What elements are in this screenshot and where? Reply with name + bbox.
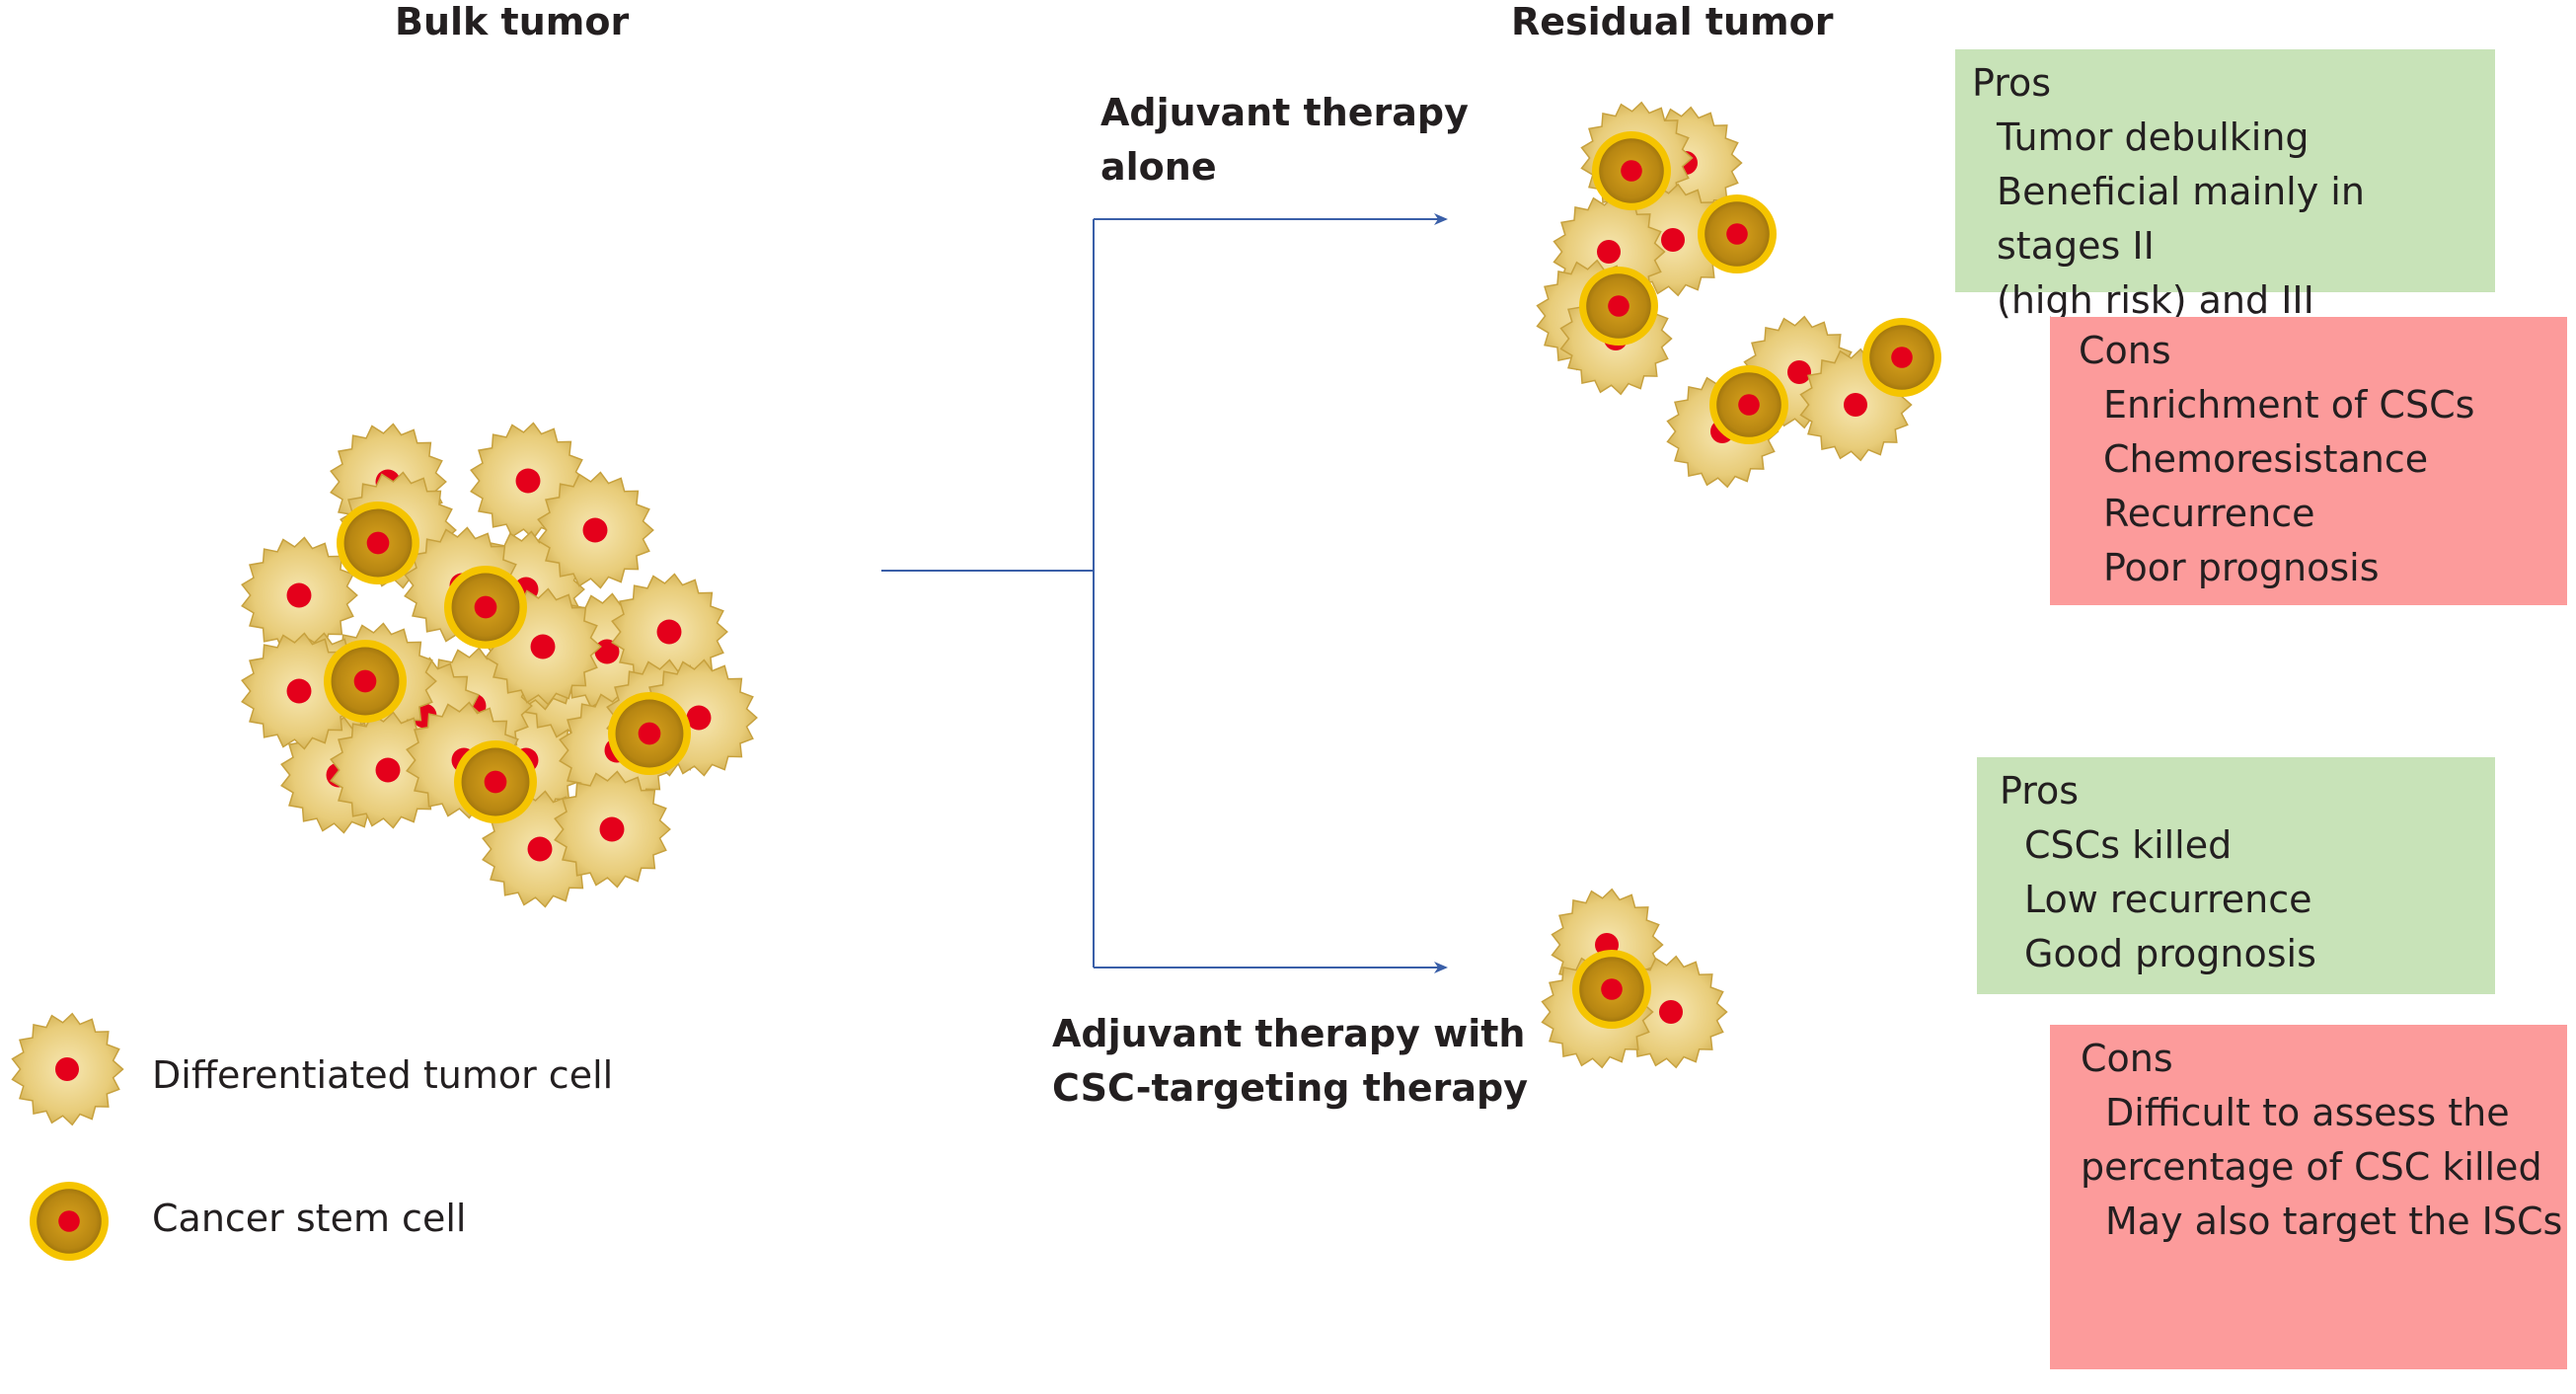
stem-cell-icon xyxy=(608,692,691,775)
nucleus xyxy=(1787,360,1811,384)
nucleus xyxy=(1661,228,1685,252)
bottom-pros-box: Pros CSCs killed Low recurrence Good pro… xyxy=(1977,757,2495,994)
nucleus xyxy=(1891,347,1913,368)
nucleus xyxy=(1844,393,1867,417)
bottom-cons-box: Cons Difficult to assess the percentage … xyxy=(2050,1025,2567,1369)
nucleus xyxy=(58,1210,80,1232)
top-cons-box: Cons Enrichment of CSCs Chemoresistance … xyxy=(2050,317,2567,605)
stem-cell-icon xyxy=(1572,950,1651,1029)
stem-cell-icon xyxy=(1698,194,1777,273)
legend-icons xyxy=(11,1012,124,1261)
nucleus xyxy=(484,770,507,794)
box-item: Good prognosis xyxy=(2024,932,2316,975)
box-item: Difficult to assess the xyxy=(2105,1091,2510,1134)
differentiated-cell-icon xyxy=(554,770,671,889)
nucleus xyxy=(366,531,390,555)
bulk-tumor-cluster xyxy=(241,422,758,908)
box-item: Poor prognosis xyxy=(2103,546,2380,589)
box-item: CSCs killed xyxy=(2024,823,2233,867)
stem-cell-icon xyxy=(30,1182,109,1261)
stem-cell-icon xyxy=(1579,267,1658,346)
box-item: Enrichment of CSCs xyxy=(2103,383,2475,426)
branch-label-top-line-2: alone xyxy=(1100,145,1217,189)
branch-label-bottom: Adjuvant therapy with CSC-targeting ther… xyxy=(1052,1007,1528,1116)
stem-cell-icon xyxy=(1592,131,1671,210)
differentiated-cell-icon xyxy=(11,1012,124,1126)
nucleus xyxy=(286,582,312,608)
box-item: Chemoresistance xyxy=(2103,437,2429,481)
top-pros-box: Pros Tumor debulking Beneficial mainly i… xyxy=(1955,49,2495,322)
box-item: Recurrence xyxy=(2103,492,2315,535)
nucleus xyxy=(1601,978,1623,1000)
differentiated-cell-icon xyxy=(330,711,447,829)
nucleus xyxy=(474,595,497,619)
heading-bulk-tumor: Bulk tumor xyxy=(395,0,630,43)
nucleus xyxy=(1608,295,1629,317)
differentiated-cell-icon xyxy=(537,471,654,589)
box-item: Beneficial mainly in stages II xyxy=(1997,170,2365,268)
branch-connector xyxy=(881,213,1448,973)
nucleus xyxy=(1738,394,1760,416)
legend-label-stem: Cancer stem cell xyxy=(152,1197,467,1240)
stem-cell-icon xyxy=(324,640,407,723)
stem-cell-icon xyxy=(1709,365,1788,444)
nucleus xyxy=(527,836,553,862)
nucleus xyxy=(582,517,608,543)
box-title: Cons xyxy=(2079,329,2171,372)
box-item: Low recurrence xyxy=(2024,878,2312,921)
box-title: Cons xyxy=(2081,1037,2173,1080)
stem-cell-icon xyxy=(454,740,537,823)
nucleus xyxy=(1621,160,1642,182)
nucleus xyxy=(686,705,712,731)
residual-tumor-top-cluster xyxy=(1536,101,1941,489)
residual-tumor-bottom-cluster xyxy=(1541,888,1728,1069)
differentiated-cell-icon xyxy=(241,632,358,750)
stem-cell-icon xyxy=(337,502,419,584)
nucleus xyxy=(638,722,661,745)
nucleus xyxy=(599,816,625,842)
legend-label-differentiated: Differentiated tumor cell xyxy=(152,1053,614,1097)
nucleus xyxy=(375,757,401,783)
box-item: (high risk) and III xyxy=(1997,278,2314,322)
nucleus xyxy=(55,1057,79,1081)
box-item: Tumor debulking xyxy=(1997,116,2310,159)
nucleus xyxy=(1597,240,1621,264)
box-item: May also target the ISCs xyxy=(2105,1200,2563,1243)
box-title: Pros xyxy=(1972,61,2052,105)
heading-residual-tumor: Residual tumor xyxy=(1511,0,1834,43)
box-title: Pros xyxy=(2000,769,2080,813)
nucleus xyxy=(353,669,377,693)
nucleus xyxy=(286,678,312,704)
branch-label-top-line-1: Adjuvant therapy xyxy=(1100,91,1469,134)
nucleus xyxy=(515,468,541,494)
nucleus xyxy=(530,634,556,659)
nucleus xyxy=(1726,223,1748,245)
stem-cell-icon xyxy=(444,566,527,649)
nucleus xyxy=(594,639,620,664)
box-item: percentage of CSC killed xyxy=(2081,1145,2542,1189)
nucleus xyxy=(1659,1000,1683,1024)
branch-label-bottom-line-2: CSC-targeting therapy xyxy=(1052,1066,1529,1110)
branch-label-bottom-line-1: Adjuvant therapy with xyxy=(1052,1012,1526,1055)
stem-cell-icon xyxy=(1862,318,1941,397)
nucleus xyxy=(656,619,682,645)
branch-label-top: Adjuvant therapy alone xyxy=(1100,86,1469,194)
